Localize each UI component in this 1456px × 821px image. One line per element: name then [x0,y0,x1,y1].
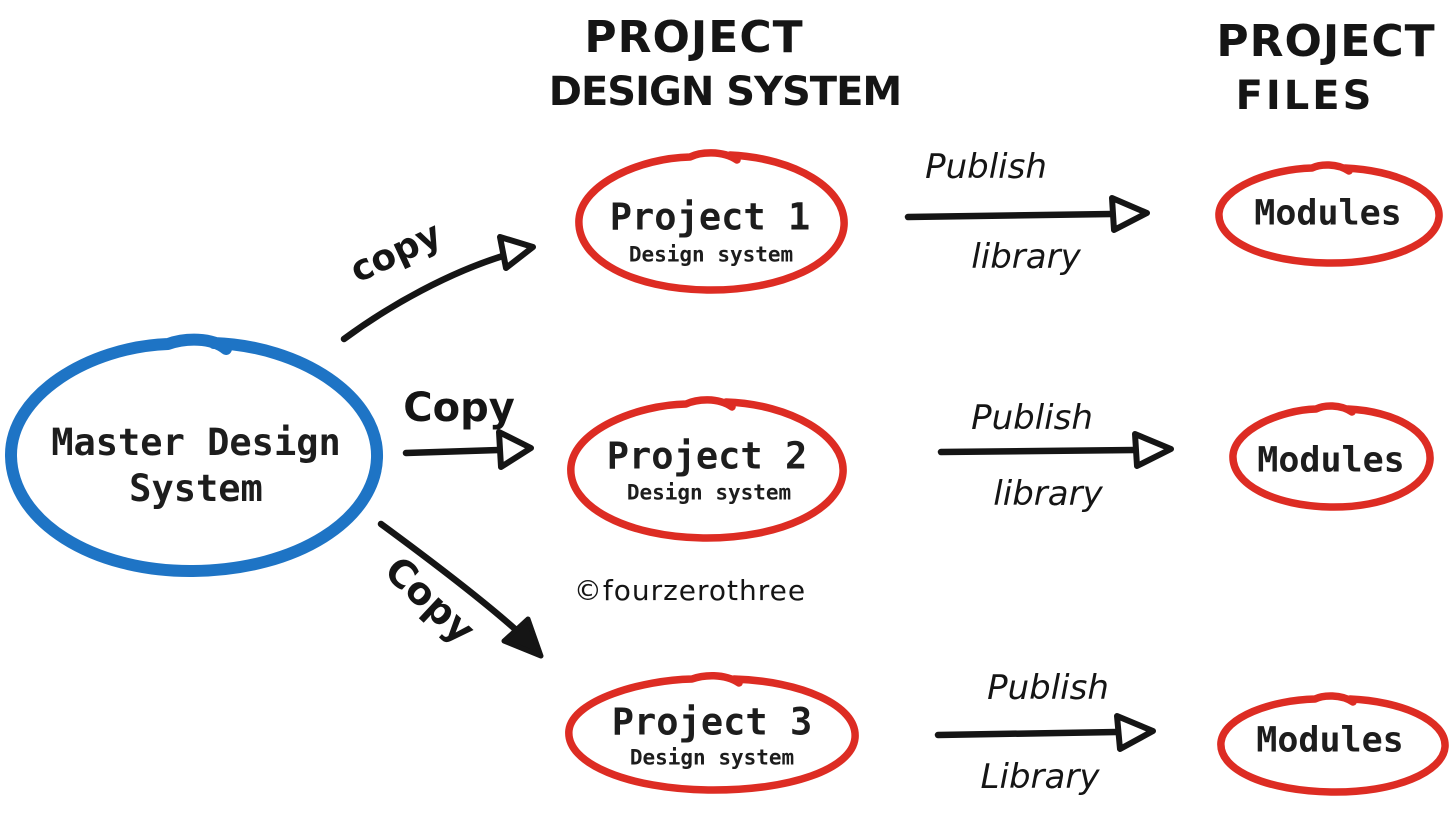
copy-arrow-2 [402,446,503,457]
copy-arrow-3-arrowhead-icon [501,616,544,659]
header-project-files-line1: PROJECT [1216,16,1436,67]
copy-arrow-2-arrowhead-icon [496,429,534,470]
modules-3-ellipse [1217,692,1449,796]
header-project-design-system-line2: DESIGN SYSTEM [548,69,902,115]
copy-label-2: Copy [403,385,515,431]
project-1-ellipse [575,149,848,294]
header-project-files-line2: FILES [1235,73,1375,119]
publish-arrow-1 [904,210,1116,221]
modules-1-ellipse [1215,161,1443,267]
project-3-subtitle: Design system [629,745,795,770]
publish-arrow-2 [937,446,1139,456]
master-node-label-line2: System [129,467,263,510]
watermark: ©fourzerothree [573,574,807,607]
copy-arrow-1-arrowhead-icon [497,234,536,271]
copy-arrow-1 [340,251,510,343]
project-3-ellipse [565,672,859,794]
project-1-label: Project 1 [609,195,811,239]
publish-arrow-3-arrowhead-icon [1114,713,1156,752]
publish-arrow-3 [934,728,1121,739]
copy-arrow-3 [377,520,519,633]
master-design-system-node: Master Design System [51,420,341,512]
publish-label-1-line1: Publish [925,147,1047,187]
publish-arrow-2-arrowhead-icon [1132,431,1174,469]
publish-label-1-line2: library [971,237,1081,277]
publish-label-3-line2: Library [980,757,1100,797]
publish-arrow-1-arrowhead-icon [1109,195,1150,233]
project-2-label: Project 2 [606,434,808,478]
master-ellipse [4,333,384,578]
master-node-label-line1: Master Design [51,421,341,464]
modules-1-label: Modules [1254,193,1402,234]
publish-label-2-line2: library [993,474,1103,514]
modules-3-label: Modules [1256,720,1404,761]
modules-2-label: Modules [1257,440,1405,481]
project-1-subtitle: Design system [628,242,794,267]
project-2-ellipse [567,396,847,542]
project-2-subtitle: Design system [626,480,792,505]
modules-2-ellipse [1229,402,1434,511]
publish-label-2-line1: Publish [971,398,1093,438]
project-3-label: Project 3 [611,700,813,744]
header-project-design-system-line1: PROJECT [584,12,804,63]
publish-label-3-line1: Publish [987,668,1109,708]
